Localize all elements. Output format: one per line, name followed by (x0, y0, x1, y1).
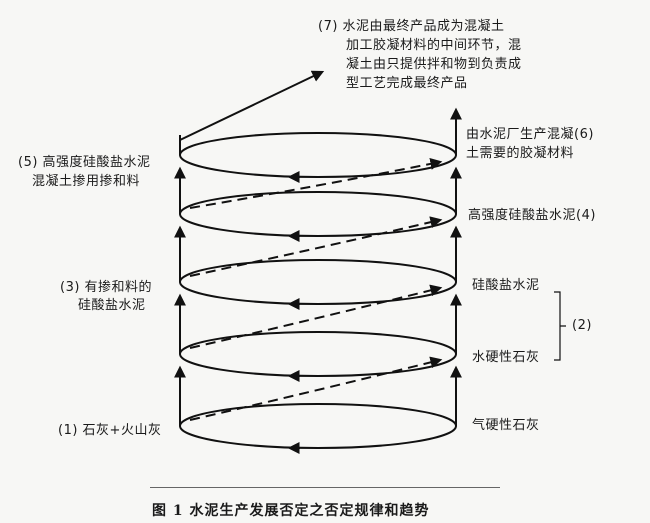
caption-rule (150, 487, 500, 488)
stage-7-label-d: 型工艺完成最终产品 (346, 76, 468, 91)
stage-7-label-a: (7) 水泥由最终产品成为混凝土 (318, 19, 505, 34)
spiral-dash-2 (189, 284, 443, 349)
stage-3-label-b: 硅酸盐水泥 (78, 298, 146, 313)
level-ellipse-4 (179, 191, 457, 237)
stage-2-label: (2) (572, 318, 592, 333)
stage-6-label-a: 由水泥厂生产混凝(6) (466, 127, 594, 142)
figure-caption: 图 1 水泥生产发展否定之否定规律和趋势 (152, 503, 430, 519)
level-ellipse-1 (179, 403, 457, 449)
hydraulic-lime-label: 水硬性石灰 (472, 350, 540, 365)
stage-4-label: 高强度硅酸盐水泥(4) (468, 208, 596, 223)
spiral-dash-1 (189, 356, 443, 421)
stage-1-label: (1) 石灰+火山灰 (58, 423, 162, 438)
stage-7-label-b: 加工胶凝材料的中间环节，混 (346, 38, 522, 53)
stage-5-label-b: 混凝土掺用掺和料 (32, 174, 141, 189)
stage-6-label-b: 土需要的胶凝材料 (466, 146, 575, 161)
stage-5-label-a: (5) 高强度硅酸盐水泥 (18, 155, 151, 170)
stage-7-label-c: 凝土由只提供拌和物到负责成 (346, 57, 522, 72)
stage-3-label-a: (3) 有掺和料的 (60, 280, 153, 295)
level-ellipse-2 (179, 331, 457, 377)
level-ellipse-5 (179, 132, 457, 178)
spiral-dash-4 (189, 157, 443, 209)
level-ellipse-3 (179, 259, 457, 305)
air-lime-label: 气硬性石灰 (472, 418, 540, 433)
spiral-dash-3 (189, 216, 443, 277)
group-bracket (554, 291, 566, 361)
silicate-cement-label: 硅酸盐水泥 (472, 278, 540, 293)
final-arrow (179, 70, 325, 141)
